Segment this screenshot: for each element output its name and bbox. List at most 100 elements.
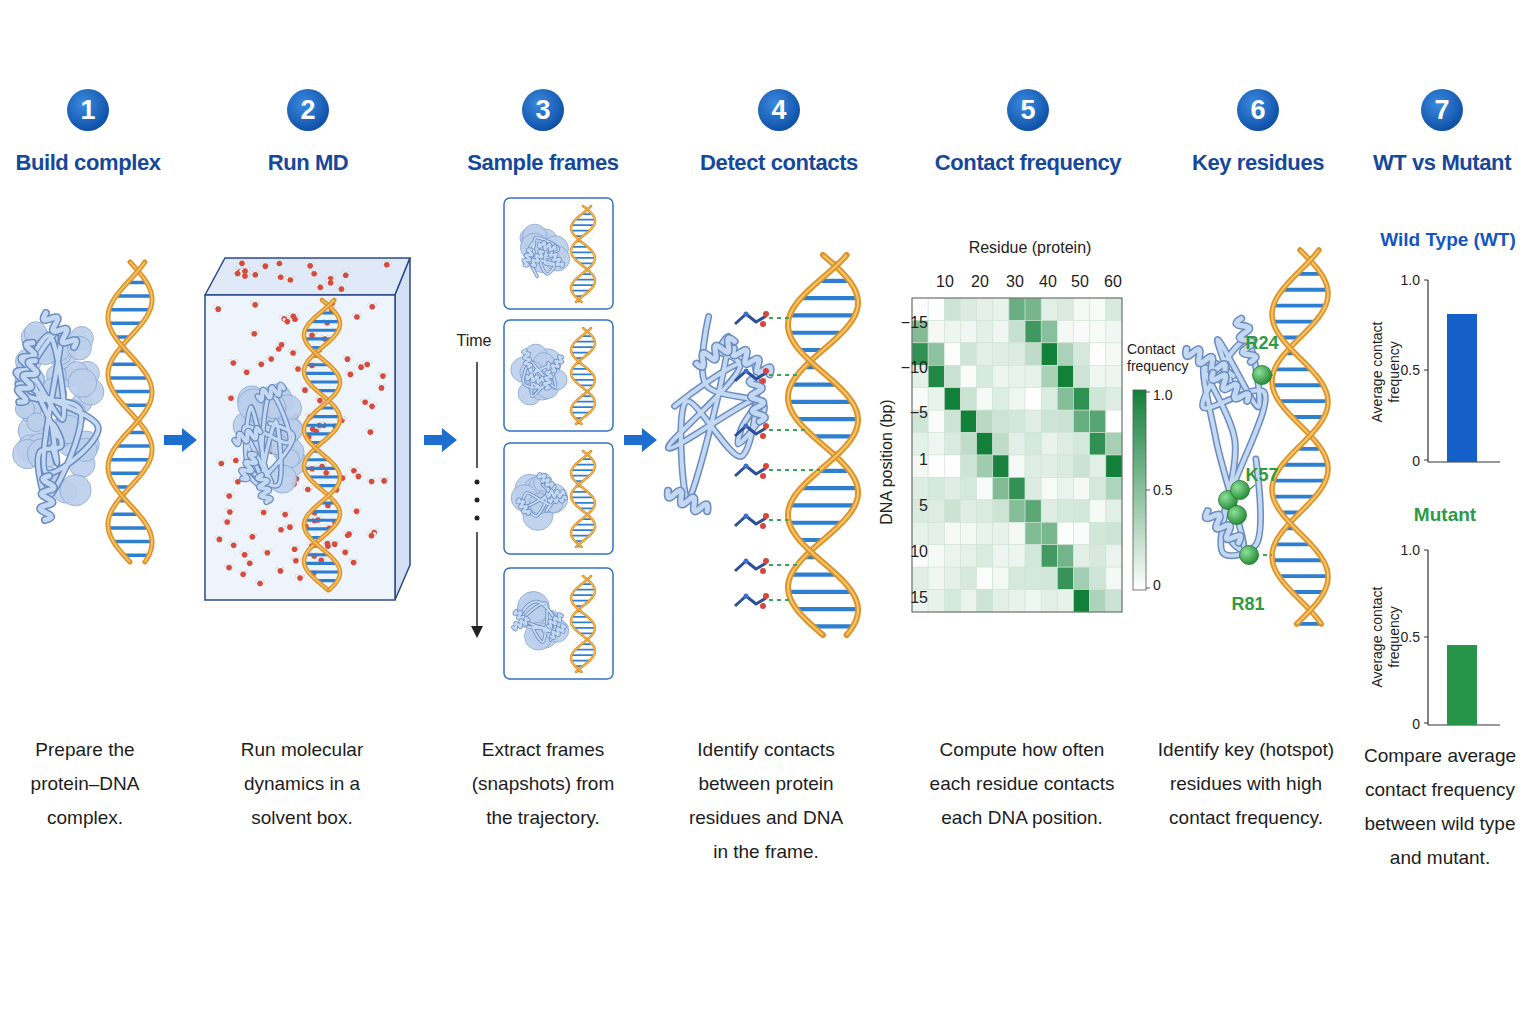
heatmap-cell	[944, 298, 960, 320]
heatmap-cell	[1057, 320, 1073, 342]
base-pair	[797, 417, 858, 421]
base-pair	[571, 412, 589, 414]
axis-tick	[1424, 460, 1428, 461]
heatmap-cell	[944, 365, 960, 387]
heatmap-cell	[1025, 388, 1041, 410]
ribbon-fill	[241, 454, 256, 479]
dna-backbone	[571, 206, 595, 302]
ribbon-outline	[1212, 373, 1249, 401]
ribbon-fill	[544, 372, 552, 389]
oxygen-atom	[231, 542, 237, 548]
water-molecule	[288, 349, 297, 355]
tick-label: 30	[1006, 273, 1024, 291]
ribbon-outline	[18, 361, 37, 402]
heatmap-cell	[1009, 433, 1025, 455]
heatmap-cell	[1106, 455, 1122, 477]
heatmap-cell	[1025, 455, 1041, 477]
water-molecule	[341, 272, 350, 278]
water-molecule	[367, 403, 376, 409]
water-molecule	[290, 546, 299, 552]
water-molecule	[224, 564, 233, 570]
heatmap-cell	[1009, 365, 1025, 387]
dna-backbone	[108, 262, 152, 562]
base-pair	[571, 496, 593, 498]
contact-dash	[769, 429, 806, 431]
tick-label: 40	[1039, 273, 1057, 291]
base-pair	[304, 372, 337, 375]
heatmap-cell	[960, 343, 976, 365]
water-molecule	[240, 551, 249, 557]
heatmap-cell	[1106, 433, 1122, 455]
ribbon-fill	[1212, 373, 1249, 401]
backbone-highlight	[788, 255, 858, 635]
base-pair	[113, 390, 152, 394]
heatmap-cell	[1041, 477, 1057, 499]
dna-helix	[108, 262, 152, 562]
base-pair	[574, 627, 595, 629]
heatmap-cell	[1041, 567, 1057, 589]
water-molecule	[346, 371, 355, 377]
tick-label: 1	[919, 451, 928, 469]
base-pair	[571, 621, 593, 623]
base-pair	[305, 519, 338, 522]
water-molecule	[291, 557, 300, 563]
base-pair	[788, 590, 852, 594]
base-pair	[572, 284, 594, 286]
protein-ribbon	[513, 602, 565, 643]
heatmap-cell	[1074, 500, 1090, 522]
atom-nitrogen	[744, 594, 749, 599]
ribbon-fill	[40, 476, 54, 520]
oxygen-atom	[242, 552, 248, 558]
step-caption: Run molecular dynamics in a solvent box.	[232, 733, 372, 835]
water-molecule	[257, 361, 266, 367]
ribbon-fill	[258, 385, 284, 401]
oxygen-atom	[231, 360, 237, 366]
base-pair	[109, 472, 142, 476]
tick-label: 0.5	[1401, 629, 1420, 646]
water-molecule	[239, 571, 248, 577]
box-side-face	[395, 258, 410, 600]
oxygen-atom	[263, 263, 269, 269]
axis-tick	[1424, 550, 1428, 551]
ribbon-outline	[258, 385, 284, 401]
step-caption: Identify contacts between protein residu…	[682, 733, 850, 869]
base-pair	[571, 660, 589, 662]
base-pair	[572, 346, 594, 348]
heatmap-cell	[993, 567, 1009, 589]
water-molecule	[352, 313, 361, 319]
ribbon-outline	[1186, 349, 1225, 371]
water-molecule	[310, 270, 319, 276]
base-pair	[790, 503, 855, 507]
dna-helix	[1272, 250, 1328, 624]
ribbon-fill	[547, 491, 564, 497]
water-molecules	[214, 260, 392, 587]
protein-surface	[511, 473, 567, 530]
water-molecule	[251, 271, 260, 277]
base-pair	[572, 224, 594, 226]
heatmap-cell	[1041, 320, 1057, 342]
heatmap-cell	[977, 365, 993, 387]
base-pair	[789, 331, 842, 335]
heatmap-cell	[1057, 567, 1073, 589]
ribbon-fill	[668, 317, 764, 501]
dna-backbone	[571, 576, 595, 672]
heatmap-cell	[1009, 388, 1025, 410]
water-molecule	[361, 399, 370, 405]
base-pair	[311, 320, 340, 323]
base-pair	[109, 458, 150, 462]
backbone-highlight	[571, 576, 595, 672]
water-molecule	[323, 540, 332, 546]
heatmap-cell	[1009, 410, 1025, 432]
base-pair	[1279, 399, 1328, 403]
heatmap-cell	[944, 343, 960, 365]
heatmap-cell	[1074, 455, 1090, 477]
heatmap-cell	[1057, 545, 1073, 567]
base-pair	[113, 540, 152, 544]
dna-backbone	[304, 300, 340, 590]
heatmap-cell	[977, 388, 993, 410]
protein-ribbon	[523, 350, 562, 396]
backbone-highlight	[788, 255, 858, 635]
heatmap-cell	[1090, 590, 1106, 612]
box-top-face	[205, 258, 410, 295]
base-pair	[575, 589, 594, 591]
